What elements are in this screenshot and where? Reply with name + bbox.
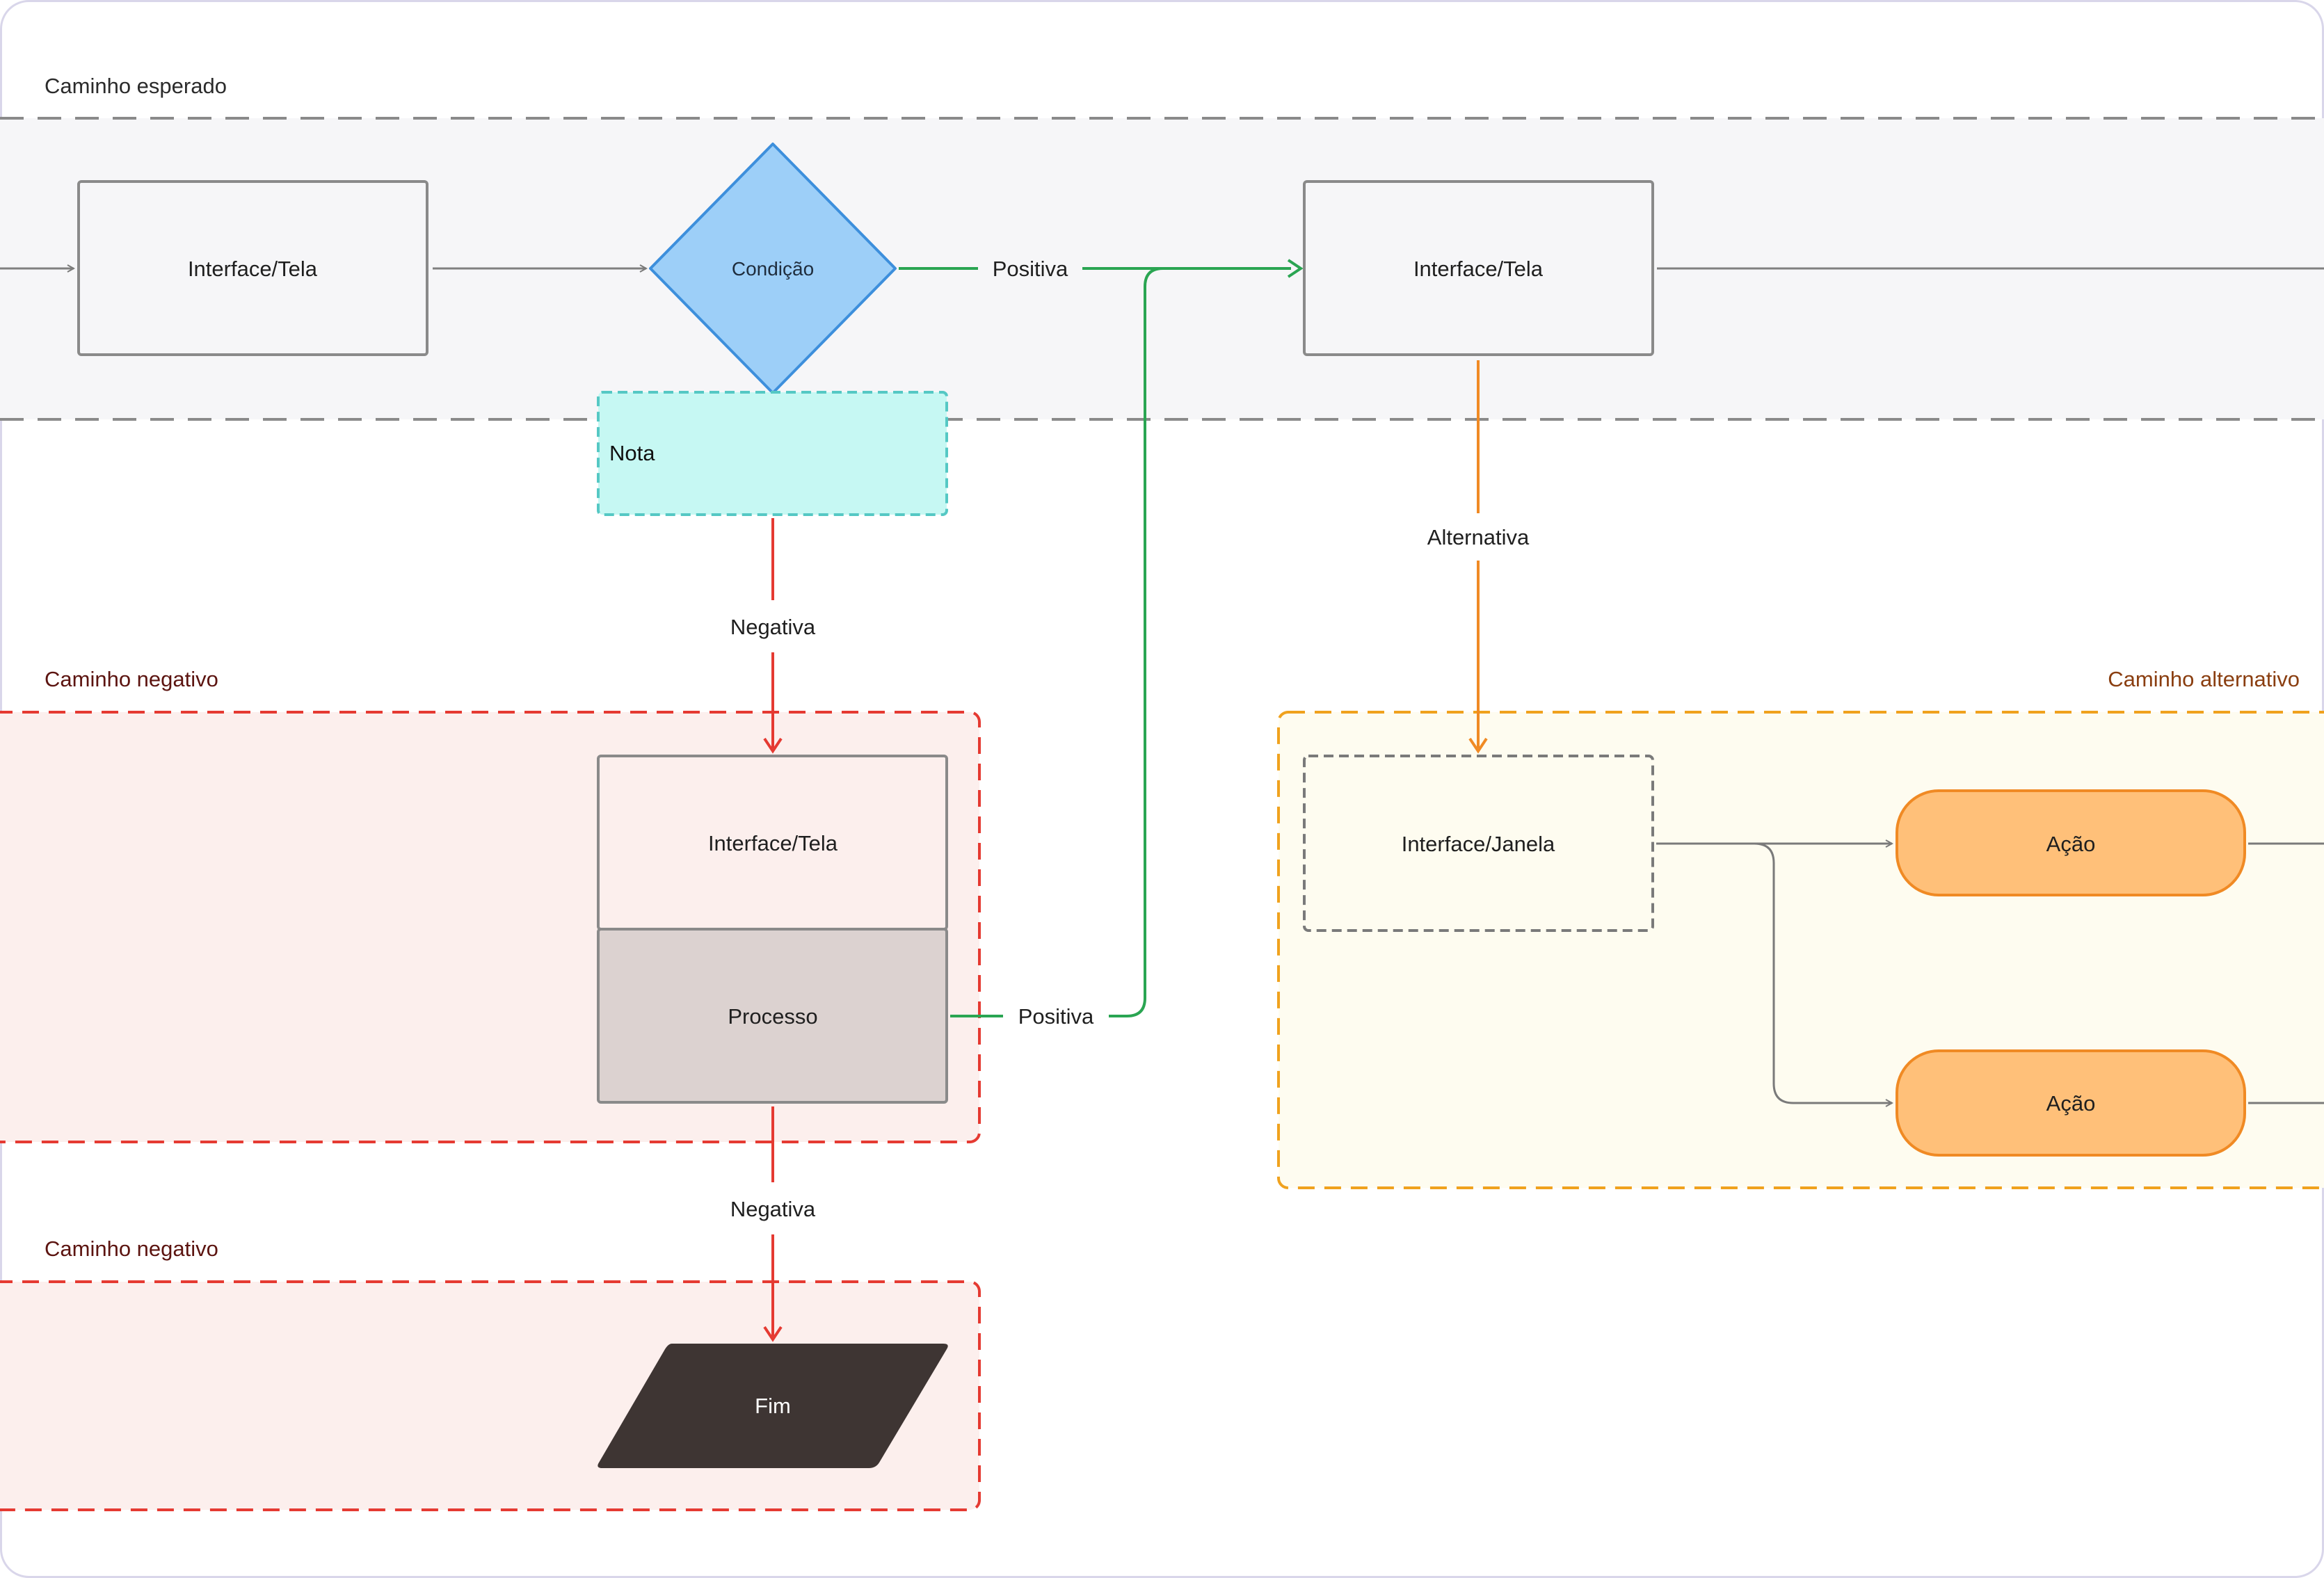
edge-condition-positive-label: Positiva — [993, 257, 1068, 281]
node-screen-start[interactable]: Interface/Tela — [77, 180, 428, 356]
node-action-2-label: Ação — [2046, 1091, 2096, 1116]
edge-note-negative-label: Negativa — [730, 615, 816, 639]
node-end-parallelogram — [598, 1344, 948, 1468]
node-window-alt-box — [1303, 755, 1654, 932]
node-action-1[interactable]: Ação — [1896, 789, 2246, 896]
lane-negative-1-label: Caminho negativo — [45, 667, 218, 691]
edge-process-positive-line-b — [1109, 267, 1164, 1017]
node-condition-label: Condição — [732, 258, 814, 280]
edge-note-negative: Negativa — [730, 518, 816, 754]
edge-process-negative: Negativa — [730, 1106, 816, 1342]
node-note-box — [597, 391, 948, 516]
edge-process-positive: Positiva — [950, 267, 1164, 1029]
node-end[interactable]: Fim — [598, 1344, 948, 1468]
edge-note-negative-arrowhead — [763, 737, 783, 754]
node-window-alt[interactable]: Interface/Janela — [1303, 755, 1654, 932]
node-window-alt-label: Interface/Janela — [1402, 832, 1555, 856]
edge-screen-alternative-arrowhead — [1468, 737, 1488, 754]
node-process[interactable]: Processo — [597, 928, 948, 1104]
node-process-box — [597, 928, 948, 1104]
node-action-2-box — [1896, 1049, 2246, 1157]
edge-window-to-action-2 — [1754, 842, 1892, 1103]
lane-negative-2-label: Caminho negativo — [45, 1237, 218, 1261]
node-screen-start-box — [77, 180, 428, 356]
edge-screen-alternative-label: Alternativa — [1427, 525, 1530, 549]
node-note[interactable]: Nota — [597, 391, 948, 516]
node-note-label: Nota — [609, 441, 655, 465]
node-action-2[interactable]: Ação — [1896, 1049, 2246, 1157]
node-action-1-label: Ação — [2046, 832, 2096, 856]
lane-alternative-label: Caminho alternativo — [2108, 667, 2300, 691]
node-screen-negative[interactable]: Interface/Tela — [597, 755, 948, 931]
node-screen-positive-label: Interface/Tela — [1413, 257, 1544, 281]
edge-process-negative-label: Negativa — [730, 1197, 816, 1221]
connectors: Positiva Positiva Negativa Negativa — [0, 257, 2324, 1342]
node-action-1-box — [1896, 789, 2246, 896]
edge-screen-alternative: Alternativa — [1427, 360, 1530, 754]
node-screen-start-label: Interface/Tela — [188, 257, 318, 281]
node-end-label: Fim — [755, 1394, 791, 1418]
node-screen-negative-label: Interface/Tela — [708, 831, 838, 855]
node-screen-positive[interactable]: Interface/Tela — [1303, 180, 1654, 356]
edge-condition-positive-arrowhead — [1287, 259, 1304, 278]
edge-process-negative-arrowhead — [763, 1326, 783, 1342]
node-screen-positive-box — [1303, 180, 1654, 356]
node-condition[interactable]: Condição — [649, 143, 897, 394]
lane-expected-label: Caminho esperado — [45, 74, 227, 98]
node-process-label: Processo — [728, 1004, 817, 1029]
edge-process-positive-label: Positiva — [1018, 1004, 1094, 1029]
edge-condition-positive: Positiva — [899, 257, 1304, 281]
